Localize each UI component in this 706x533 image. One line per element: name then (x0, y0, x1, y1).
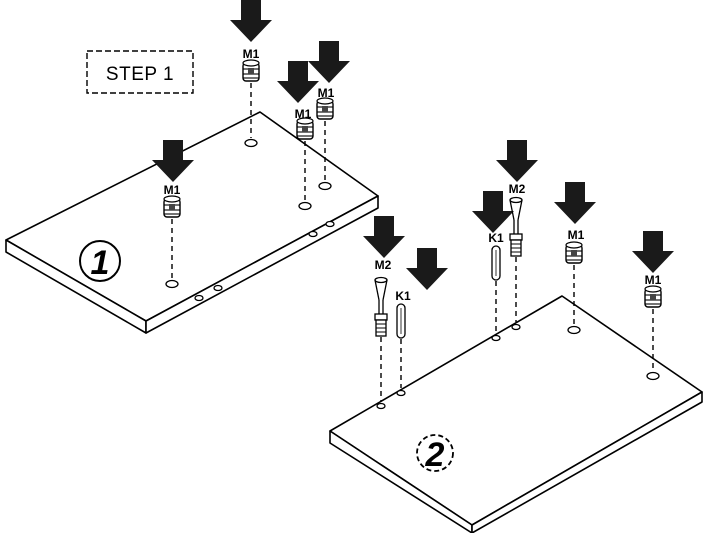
fastener-label: M1 (243, 47, 260, 61)
cam-nut-icon (242, 59, 260, 82)
panel-1: 1 (5, 111, 379, 334)
fastener-m2-b: M2 (496, 140, 538, 331)
fastener-k1-a: K1 (395, 248, 448, 397)
fastener-label: K1 (395, 289, 411, 303)
fastener-label: M2 (375, 258, 392, 272)
insert-arrow-icon (472, 191, 514, 233)
insert-arrow-icon (230, 0, 272, 42)
drill-hole (396, 389, 406, 397)
fastener-m1-d: M1 (152, 140, 194, 289)
drill-hole (376, 402, 386, 410)
edge-hole (308, 230, 318, 238)
insert-arrow-icon (277, 61, 319, 103)
cam-nut-icon (316, 97, 334, 120)
cam-nut-icon (296, 117, 314, 140)
edge-hole (325, 220, 335, 228)
step-frame (86, 50, 194, 94)
fastener-k1-b: K1 (472, 191, 514, 342)
fastener-m1-a: M1 (230, 0, 272, 148)
insert-arrow-icon (496, 140, 538, 182)
fastener-label: M1 (318, 86, 335, 100)
insert-arrow-icon (406, 248, 448, 290)
edge-hole (213, 284, 223, 292)
fastener-label: M1 (645, 273, 662, 287)
cam-bolt-icon (374, 276, 388, 337)
drill-hole (491, 334, 501, 342)
dowel-icon (491, 245, 501, 281)
fastener-m1-c: M1 (308, 41, 350, 191)
fastener-m1-f: M1 (632, 231, 674, 381)
panel-2-right-edge (471, 391, 703, 533)
panel-1-number-circle (79, 240, 121, 282)
fastener-m1-e: M1 (554, 182, 596, 335)
panel-2-number-circle (416, 434, 454, 472)
step-header: STEP 1 (86, 50, 194, 94)
fastener-m1-b: M1 (277, 61, 319, 211)
cam-nut-icon (163, 195, 181, 218)
panel-2-front-edge (329, 430, 473, 533)
panel-2-number: 2 (425, 436, 445, 474)
drill-hole (511, 323, 521, 331)
drill-hole (244, 138, 258, 148)
step-label: STEP 1 (106, 64, 174, 85)
insert-arrow-icon (363, 216, 405, 258)
panel-1-top (5, 111, 379, 322)
cam-nut-icon (565, 241, 583, 264)
fastener-label: K1 (488, 231, 504, 245)
cam-nut-icon (644, 285, 662, 308)
fastener-m2-a: M2 (363, 216, 405, 410)
panel-1-right-edge (145, 195, 379, 334)
cam-bolt-icon (509, 196, 523, 257)
drill-hole (567, 325, 581, 335)
dowel-icon (396, 303, 406, 339)
drill-hole (646, 371, 660, 381)
edge-hole (194, 294, 204, 302)
fastener-label: M1 (568, 228, 585, 242)
fastener-label: M2 (509, 182, 526, 196)
panel-1-number: 1 (91, 244, 110, 282)
insert-arrow-icon (308, 41, 350, 83)
insert-arrow-icon (632, 231, 674, 273)
panel-2: 2 (329, 295, 703, 533)
insert-arrow-icon (554, 182, 596, 224)
fastener-label: M1 (164, 183, 181, 197)
drill-hole (318, 181, 332, 191)
drill-hole (298, 201, 312, 211)
drill-hole (165, 279, 179, 289)
